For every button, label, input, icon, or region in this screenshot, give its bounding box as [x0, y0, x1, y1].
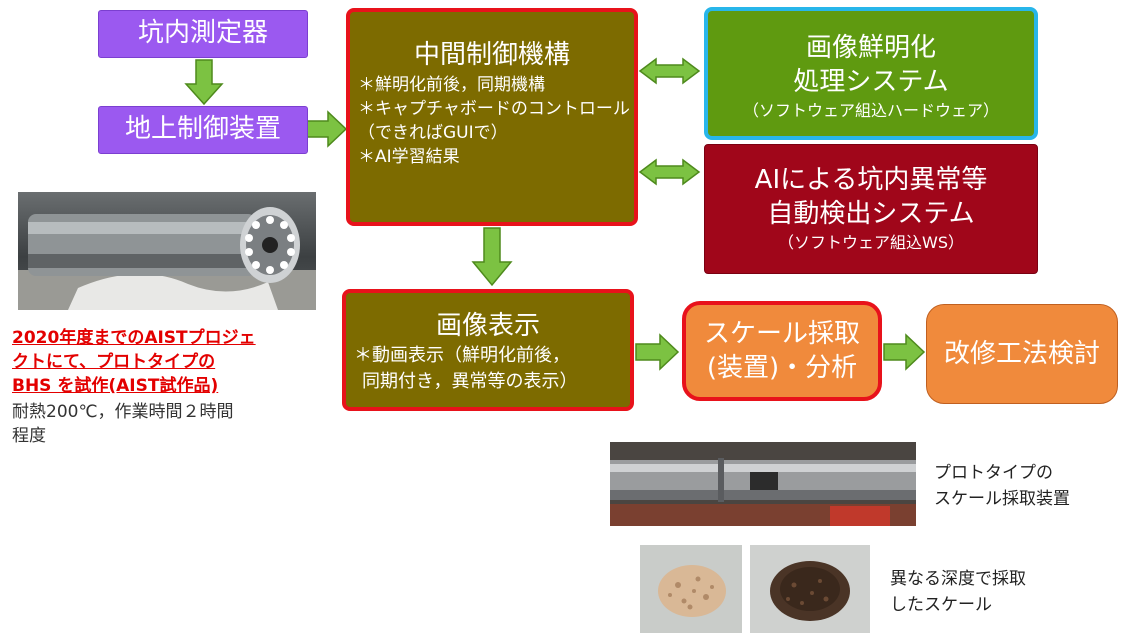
- scale-sampling-line-2: (装置)・分析: [706, 353, 858, 383]
- aist-note-line-3: BHS を試作(AIST試作品): [12, 376, 219, 396]
- arrow-double-middle-ai: [638, 158, 701, 186]
- prototype-bhs-drawing: [18, 207, 316, 310]
- image-sharpening-title-2: 処理システム: [793, 67, 949, 97]
- downhole-instrument-box: 坑内測定器: [98, 10, 308, 58]
- arrow-right-scale-repair: [883, 333, 926, 371]
- aist-note-line-1: 2020年度までのAISTプロジェ: [12, 328, 256, 348]
- arrow-down-middle-display: [471, 227, 513, 287]
- scale-sampling-box: スケール採取 (装置)・分析: [682, 301, 882, 401]
- display-bullet-1: ＊動画表示（鮮明化前後，: [354, 345, 570, 366]
- image-display-title: 画像表示: [435, 311, 540, 341]
- sample-photo-light: [640, 545, 742, 633]
- prototype-bhs-photo: [18, 192, 316, 310]
- middle-control-title: 中間制御機構: [413, 40, 570, 70]
- middle-bullet-1: ＊鮮明化前後，同期機構: [358, 75, 545, 95]
- arrow-down-downhole-surface: [184, 59, 224, 106]
- aist-note-line-2: クトにて、プロトタイプの: [12, 352, 216, 372]
- scale-sampler-caption-1: プロトタイプの: [934, 463, 1053, 483]
- display-bullet-2: 同期付き，異常等の表示）: [362, 371, 578, 392]
- sample-caption-1: 異なる深度で採取: [890, 569, 1026, 589]
- surface-control-box: 地上制御装置: [98, 106, 308, 154]
- aist-project-note: 2020年度までのAISTプロジェ クトにて、プロトタイプの BHS を試作(A…: [12, 326, 256, 398]
- ai-detection-box: AIによる坑内異常等 自動検出システム （ソフトウェア組込WS）: [704, 144, 1038, 274]
- spec-note-line-1: 耐熱200℃，作業時間２時間: [12, 402, 234, 422]
- middle-bullet-4: ＊AI学習結果: [358, 147, 460, 167]
- ai-detection-title-1: AIによる坑内異常等: [754, 165, 988, 195]
- spec-note: 耐熱200℃，作業時間２時間 程度: [12, 400, 234, 448]
- ai-detection-title-2: 自動検出システム: [767, 199, 975, 229]
- spec-note-line-2: 程度: [12, 426, 46, 446]
- sample-dark-drawing: [770, 561, 850, 621]
- sample-caption-2: したスケール: [890, 595, 992, 615]
- image-display-box: 画像表示 ＊動画表示（鮮明化前後， 同期付き，異常等の表示）: [342, 289, 634, 411]
- image-sharpening-title-1: 画像鮮明化: [805, 33, 936, 63]
- sample-caption: 異なる深度で採取 したスケール: [890, 566, 1026, 618]
- middle-control-box: 中間制御機構 ＊鮮明化前後，同期機構 ＊キャプチャボードのコントロール （できれ…: [346, 8, 638, 226]
- image-sharpening-sub: （ソフトウェア組込ハードウェア）: [742, 101, 999, 120]
- scale-sampler-drawing: [610, 442, 916, 526]
- sample-photo-dark: [750, 545, 870, 633]
- arrow-double-middle-sharpen: [638, 57, 701, 85]
- image-display-bullets: ＊動画表示（鮮明化前後， 同期付き，異常等の表示）: [346, 343, 630, 395]
- repair-method-label: 改修工法検討: [943, 339, 1100, 369]
- surface-control-label: 地上制御装置: [124, 114, 281, 144]
- image-sharpening-box: 画像鮮明化 処理システム （ソフトウェア組込ハードウェア）: [704, 7, 1038, 140]
- scale-sampler-photo: [610, 442, 916, 526]
- scale-sampler-caption: プロトタイプの スケール採取装置: [934, 460, 1070, 512]
- ai-detection-sub: （ソフトウェア組込WS）: [778, 233, 964, 252]
- middle-control-bullets: ＊鮮明化前後，同期機構 ＊キャプチャボードのコントロール （できればGUIで） …: [350, 73, 634, 169]
- arrow-right-display-scale: [635, 333, 680, 371]
- repair-method-box: 改修工法検討: [926, 304, 1118, 404]
- arrow-right-surface-middle: [306, 110, 348, 148]
- sample-light-drawing: [658, 565, 726, 617]
- scale-sampler-caption-2: スケール採取装置: [934, 489, 1070, 509]
- downhole-instrument-label: 坑内測定器: [137, 18, 268, 48]
- middle-bullet-3: （できればGUIで）: [358, 123, 508, 143]
- middle-bullet-2: ＊キャプチャボードのコントロール: [358, 99, 630, 119]
- scale-sampling-line-1: スケール採取: [703, 319, 860, 349]
